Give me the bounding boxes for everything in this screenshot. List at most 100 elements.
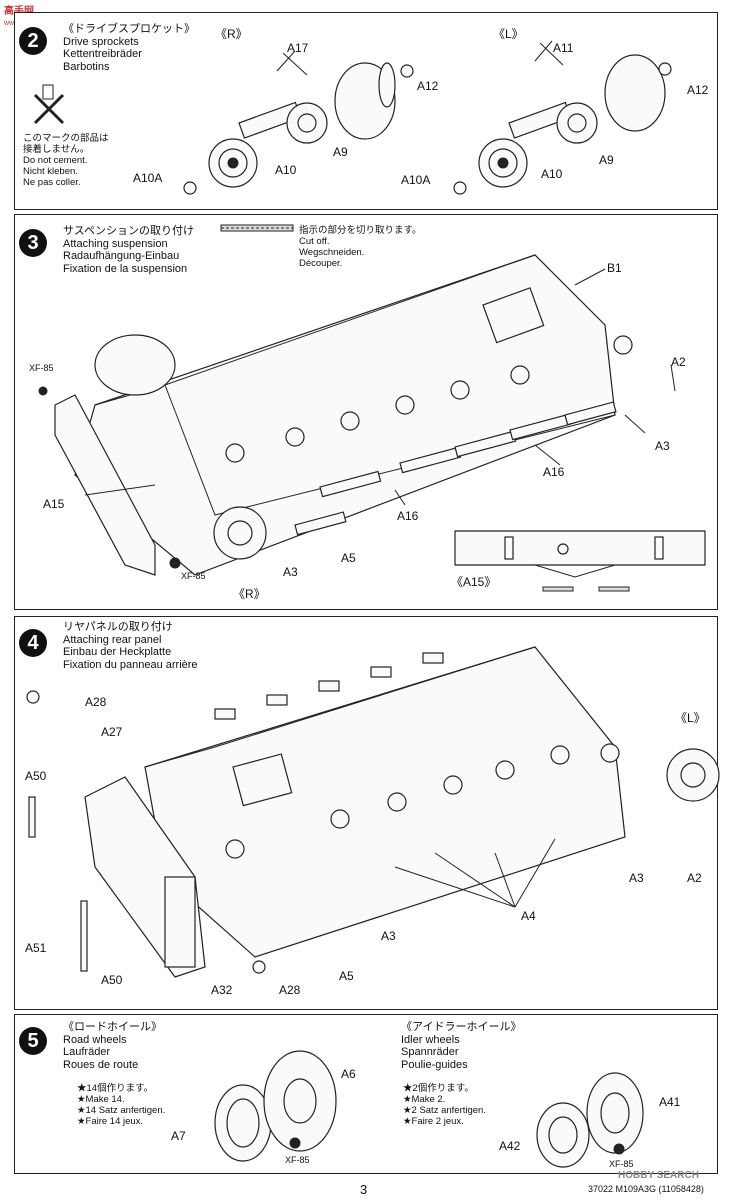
part-label: A42 (499, 1139, 521, 1153)
qty-de: ★14 Satz anfertigen. (77, 1105, 166, 1116)
note-jp-1: このマークの部品は (23, 133, 109, 144)
title-en: Attaching rear panel (63, 633, 162, 646)
paint-label: XF-85 (609, 1159, 634, 1169)
part-label: A11 (553, 41, 574, 55)
paint-label: XF-85 (285, 1155, 310, 1165)
idler-wheel-title: 《アイドラーホイール》 Idler wheels Spannräder Poul… (401, 1021, 521, 1071)
suspension-stubs (225, 743, 620, 859)
cut-fr: Découper. (299, 258, 343, 269)
page-number: 3 (360, 1182, 368, 1197)
title-jp: 《ドライブスプロケット》 (63, 23, 195, 35)
part-label: A5 (341, 551, 356, 565)
step-number: 2 (19, 27, 47, 55)
cut-en: Cut off. (299, 236, 330, 247)
side-label-l: 《L》 (493, 27, 524, 41)
cut-jp: 指示の部分を切り取ります。 (299, 225, 422, 236)
title-de: Radaufhängung-Einbau (63, 250, 180, 262)
step-3-drawing (38, 224, 706, 592)
title-jp: リヤパネルの取り付け (63, 621, 173, 633)
part-label: A4 (521, 909, 536, 923)
qty-jp: ★2個作ります。 (403, 1083, 474, 1094)
qty-jp: ★14個作ります。 (77, 1083, 154, 1094)
sprocket-l (666, 748, 720, 802)
side-label-r: 《R》 (215, 27, 248, 41)
part-label: A16 (543, 465, 565, 479)
title-de: Einbau der Heckplatte (63, 646, 172, 658)
qty-en: ★Make 2. (403, 1094, 446, 1105)
part-label: A2 (671, 355, 686, 369)
part-label: A28 (85, 695, 107, 709)
idler-wheel-assembly (536, 1072, 644, 1168)
step-5-drawing (214, 1050, 644, 1168)
title-de: Spannräder (401, 1046, 459, 1058)
title-jp: サスペンションの取り付け (63, 225, 195, 237)
part-label: A12 (687, 83, 709, 97)
note-fr: Ne pas coller. (23, 177, 81, 188)
sprocket-l-assembly (453, 40, 672, 195)
sprocket-r-assembly (183, 50, 414, 195)
part-label: A51 (25, 941, 47, 955)
road-wheel-title: 《ロードホイール》 Road wheels Laufräder Roues de… (63, 1021, 162, 1071)
step-number: 5 (19, 1027, 47, 1055)
part-label: A32 (211, 983, 233, 997)
sprocket-r (213, 506, 267, 560)
title-en: Attaching suspension (63, 237, 168, 250)
part-label: A5 (339, 969, 354, 983)
title-fr: Barbotins (63, 60, 110, 73)
a15-side-plate (54, 394, 156, 576)
title-fr: Poulie-guides (401, 1058, 468, 1071)
title-fr: Fixation du panneau arrière (63, 658, 198, 671)
part-label: A3 (629, 871, 644, 885)
part-label: A2 (687, 871, 702, 885)
step-4-drawing (26, 646, 720, 978)
title-en: Drive sprockets (63, 35, 139, 48)
title-en: Idler wheels (401, 1033, 460, 1046)
hull-b1 (144, 646, 626, 958)
part-label: A15 (43, 497, 65, 511)
step-2-drawing (33, 40, 672, 195)
part-label: A16 (397, 509, 419, 523)
part-label: B1 (607, 261, 622, 275)
step-5-panel: 5 《ロードホイール》 Road wheels Laufräder Roues … (14, 1014, 718, 1174)
footer-code: 37022 M109A3G (11058428) (588, 1184, 704, 1194)
rear-panel (84, 776, 206, 978)
no-cement-note: このマークの部品は 接着しません。 Do not cement. Nicht k… (23, 133, 109, 188)
side-label-l: 《L》 (675, 711, 706, 725)
title-fr: Fixation de la suspension (63, 262, 188, 275)
title-en: Road wheels (63, 1033, 127, 1046)
part-label: A3 (655, 439, 670, 453)
qty-en: ★Make 14. (77, 1094, 125, 1105)
step-title: 《ドライブスプロケット》 Drive sprockets Kettentreib… (63, 23, 195, 73)
note-de: Nicht kleben. (23, 166, 78, 177)
part-label: A6 (341, 1067, 356, 1081)
part-label: A10 (541, 167, 563, 181)
step-2-panel: 2 《ドライブスプロケット》 Drive sprockets Kettentre… (14, 12, 718, 210)
step-number: 3 (19, 229, 47, 257)
torsion-arms (294, 401, 617, 536)
part-label: A50 (25, 769, 47, 783)
title-fr: Roues de route (63, 1058, 139, 1071)
side-label-r: 《R》 (233, 587, 266, 601)
a15-detail (454, 530, 706, 592)
part-label: A27 (101, 725, 123, 739)
part-label: A10A (401, 173, 431, 187)
title-jp: 《ロードホイール》 (63, 1021, 162, 1033)
title-de: Laufräder (63, 1046, 111, 1058)
part-label: A3 (283, 565, 298, 579)
cut-de: Wegschneiden. (299, 247, 365, 258)
note-en: Do not cement. (23, 155, 88, 166)
step-number: 4 (19, 629, 47, 657)
part-label: A17 (287, 41, 309, 55)
qty-fr: ★Faire 14 jeux. (77, 1116, 144, 1127)
part-label: A50 (101, 973, 123, 987)
paint-label: XF-85 (181, 571, 206, 581)
idler-wheel-qty: ★2個作ります。 ★Make 2. ★2 Satz anfertigen. ★F… (403, 1083, 486, 1127)
road-wheel-assembly (214, 1050, 337, 1162)
part-label: A3 (381, 929, 396, 943)
part-label: A9 (333, 145, 348, 159)
step-3-panel: 3 サスペンションの取り付け Attaching suspension Rada… (14, 214, 718, 610)
note-jp-2: 接着しません。 (23, 144, 90, 155)
watermark-text: 高手网 (4, 6, 34, 17)
part-label: A7 (171, 1129, 186, 1143)
step-4-panel: 4 リヤパネルの取り付け Attaching rear panel Einbau… (14, 616, 720, 1010)
